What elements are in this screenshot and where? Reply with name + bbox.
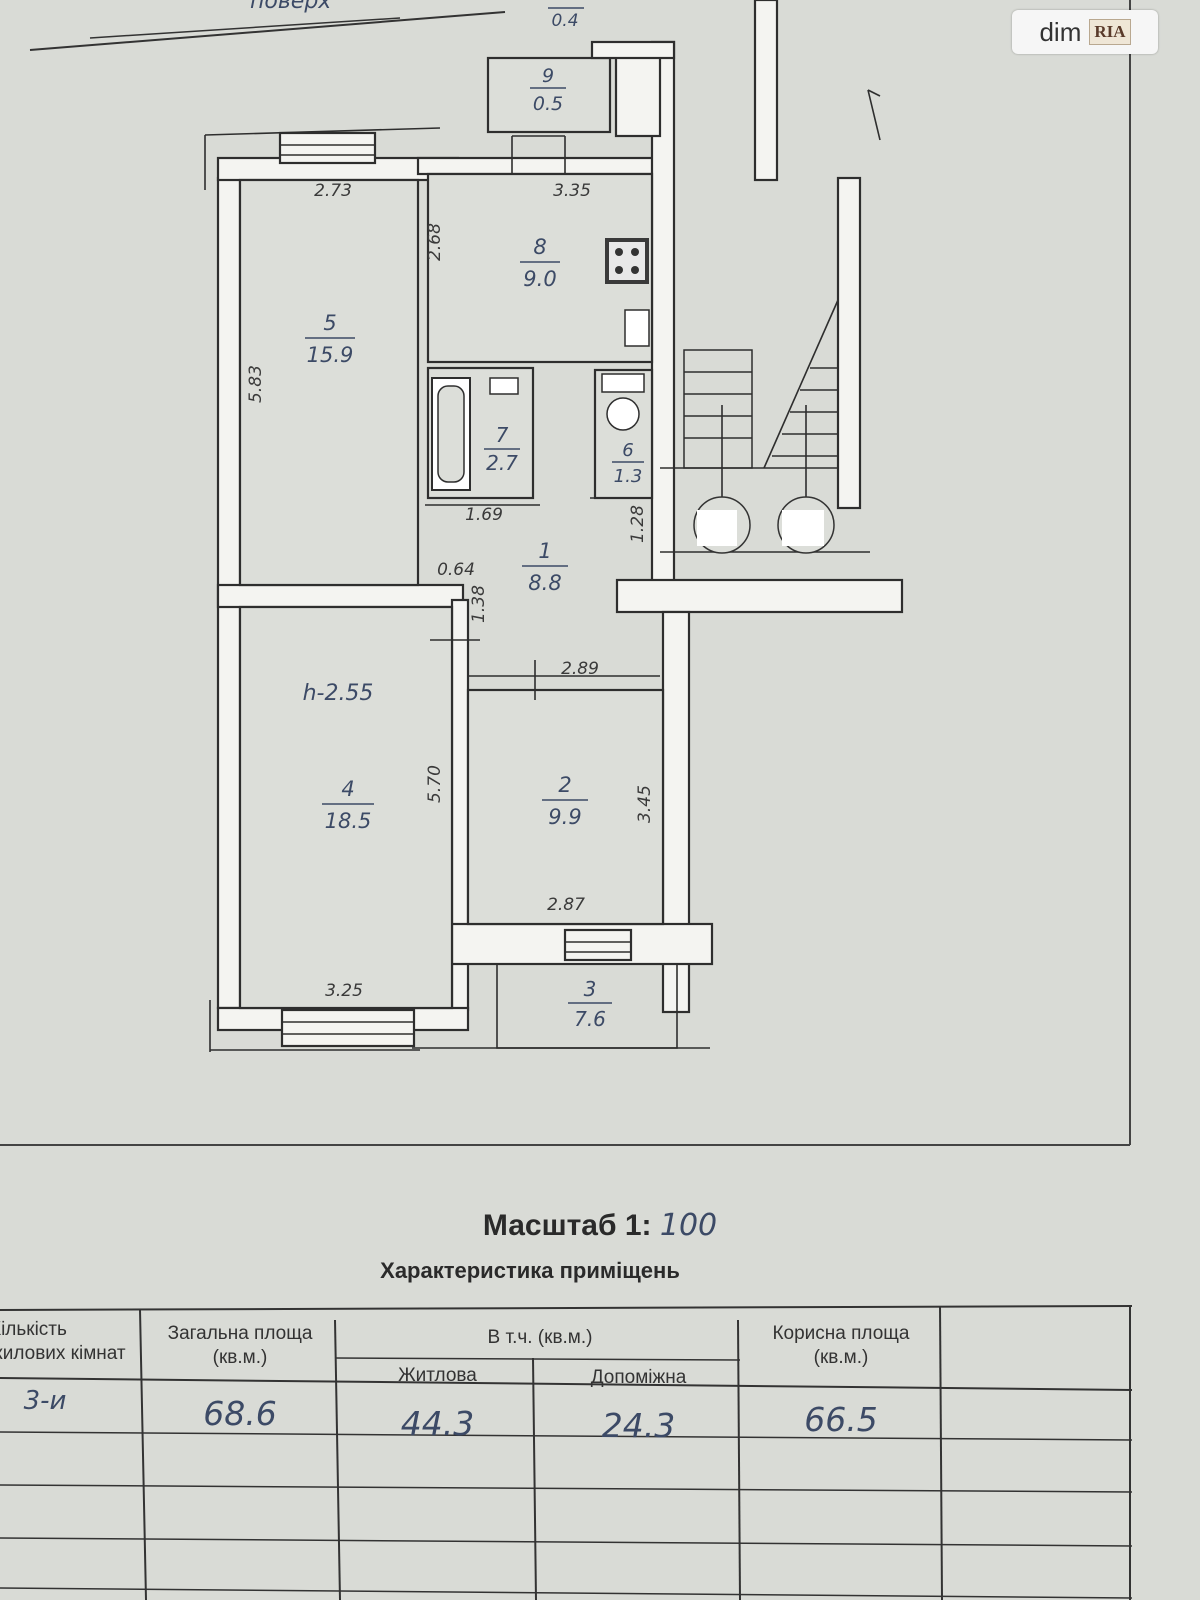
dim-2-87: 2.87 [547, 895, 585, 915]
scale-title: Масштаб 1: 100 [0, 1208, 1200, 1243]
value-auxiliary: 24.3 [601, 1406, 676, 1445]
room-8-number: 8 [533, 235, 546, 259]
header-auxiliary: Допоміжна [590, 1367, 687, 1388]
room-5-area: 15.9 [307, 343, 354, 367]
value-rooms-count: 3-и [23, 1386, 67, 1416]
dim-3-35: 3.35 [553, 181, 591, 201]
room-5-number: 5 [323, 311, 336, 335]
stove-icon [605, 238, 649, 284]
room-2-number: 2 [558, 773, 571, 797]
room-9 [486, 56, 612, 134]
header-incl: В т.ч. (кв.м.) [487, 1327, 593, 1348]
room-4-area: 18.5 [325, 809, 372, 833]
dim-2-68: 2.68 [425, 223, 445, 261]
dimria-watermark: dim RIA [1012, 10, 1158, 54]
dim-1-38: 1.38 [469, 585, 489, 623]
watermark-brand-ria: RIA [1089, 19, 1131, 45]
room-1-number: 1 [538, 539, 551, 563]
dim-5-83: 5.83 [246, 365, 266, 403]
room-7-area: 2.7 [486, 451, 518, 475]
table-title: Характеристика приміщень [380, 1258, 680, 1283]
header-rooms-count: Кількість жилових кімнат [0, 1319, 126, 1364]
room-3-number: 3 [584, 977, 597, 1001]
value-useful-area: 66.5 [804, 1400, 878, 1439]
room-2-area: 9.9 [548, 805, 581, 829]
dim-1-69: 1.69 [465, 505, 503, 525]
room-4 [238, 605, 454, 1010]
sink-icon [489, 377, 519, 395]
room-5 [238, 178, 420, 587]
dim-3-25: 3.25 [325, 981, 363, 1001]
dim-1-28: 1.28 [628, 505, 648, 543]
floor-label: поверх [250, 0, 332, 14]
watermark-brand: dim [1039, 16, 1082, 47]
header-total-area: Загальна площа (кв.м.) [167, 1323, 313, 1368]
dim-3-45: 3.45 [635, 785, 655, 823]
room-1-area: 8.8 [528, 571, 561, 595]
staircase [660, 89, 881, 554]
room-3-area: 7.6 [574, 1007, 606, 1031]
header-living: Житлова [398, 1365, 477, 1386]
dim-0-64: 0.64 [437, 560, 475, 580]
header-useful-area: Корисна площа (кв.м.) [772, 1323, 910, 1368]
room-2 [466, 688, 665, 926]
room-7-number: 7 [496, 423, 509, 447]
value-total-area: 68.6 [203, 1394, 277, 1433]
outer-walls [204, 0, 904, 1052]
scale-label: Масштаб 1: [482, 1209, 652, 1242]
value-living: 44.3 [400, 1404, 475, 1443]
dim-2-73: 2.73 [314, 181, 352, 201]
room-4-number: 4 [341, 777, 354, 801]
room-9-number: 9 [542, 65, 554, 87]
dimension-labels: 2.73 3.35 2.68 5.83 1.69 0.64 1.28 1.38 … [246, 181, 655, 1001]
ceiling-height-note: h-2.55 [303, 681, 374, 706]
room-top-area: 0.4 [551, 11, 578, 31]
scale-value: 100 [659, 1208, 718, 1243]
kitchen-sink-icon [624, 309, 650, 347]
rooms-table-grid [0, 1305, 1133, 1600]
dim-5-70: 5.70 [425, 765, 445, 803]
room-6-area: 1.3 [614, 466, 643, 487]
room-9-area: 0.5 [533, 93, 563, 115]
dim-2-89: 2.89 [561, 659, 599, 679]
room-8-area: 9.0 [523, 267, 556, 291]
room-6-number: 6 [622, 440, 633, 461]
toilet-icon [601, 373, 645, 431]
floor-title-line: поверх [29, 0, 506, 51]
bathtub-icon [431, 377, 471, 491]
room-labels: 8 9.0 5 15.9 7 2.7 6 1.3 1 8.8 4 18.5 2 … [305, 7, 644, 1031]
